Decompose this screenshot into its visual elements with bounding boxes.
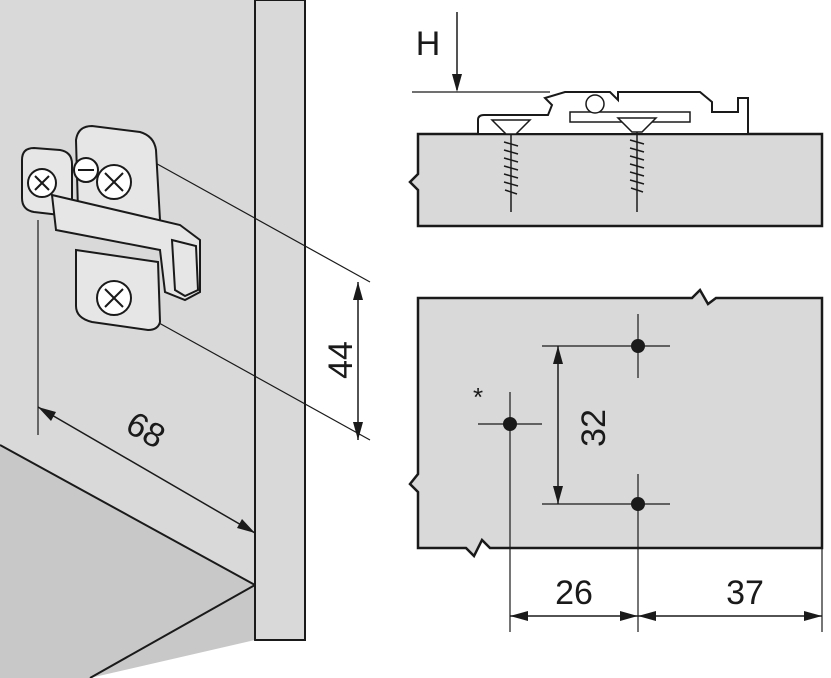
plate-screws — [27, 157, 132, 316]
section-screw-right — [616, 117, 658, 212]
drill-hole-asterisk — [503, 417, 517, 431]
arrow-26-left — [510, 611, 528, 621]
plan-panel — [408, 287, 824, 559]
screw-thread-icon — [629, 139, 645, 193]
shelf-edge-line — [0, 444, 256, 586]
asterisk-plan: * — [473, 382, 483, 412]
section-panel — [408, 132, 824, 228]
dim-label-37: 37 — [726, 574, 764, 612]
drill-hole-bottom — [631, 497, 645, 511]
arrow-68-left — [38, 407, 56, 421]
cabinet-front-edge — [254, 0, 306, 641]
screw-slot — [104, 172, 124, 192]
arrow-68-right — [237, 519, 255, 533]
height-arrow-head-down — [452, 74, 462, 92]
arrow-44-top — [353, 282, 363, 300]
dim-label-26: 26 — [555, 574, 593, 612]
plate-cam-icon — [585, 94, 605, 114]
arrow-44-bottom — [353, 422, 363, 440]
arrow-37-left — [638, 611, 656, 621]
plate-center-block — [50, 193, 201, 302]
dim-label-32: 32 — [575, 409, 613, 447]
arrow-37-right — [804, 611, 822, 621]
section-view: H * — [408, 12, 824, 228]
plan-view: * 32 26 37 — [408, 287, 824, 632]
screw-head — [490, 119, 532, 135]
arrow-32-bottom — [553, 486, 563, 504]
plate-right-clip — [170, 238, 200, 298]
dim-line-68 — [37, 406, 256, 534]
section-screw-left — [490, 119, 532, 212]
height-label: H — [416, 25, 441, 63]
cabinet-perspective-view: 44 68 — [0, 0, 371, 678]
shelf-front-line — [89, 584, 256, 678]
ext-line-44-bottom — [149, 317, 371, 441]
screw-slot — [104, 288, 124, 308]
screw-head — [616, 117, 658, 133]
arrow-32-top — [553, 346, 563, 364]
screw-slot — [34, 175, 50, 191]
screw-thread-icon — [503, 141, 519, 195]
cabinet-bottom-shelf — [0, 445, 255, 678]
drill-hole-top — [631, 339, 645, 353]
ext-line-44-top — [149, 159, 371, 283]
dim-label-44: 44 — [322, 341, 360, 379]
arrow-26-right — [620, 611, 638, 621]
